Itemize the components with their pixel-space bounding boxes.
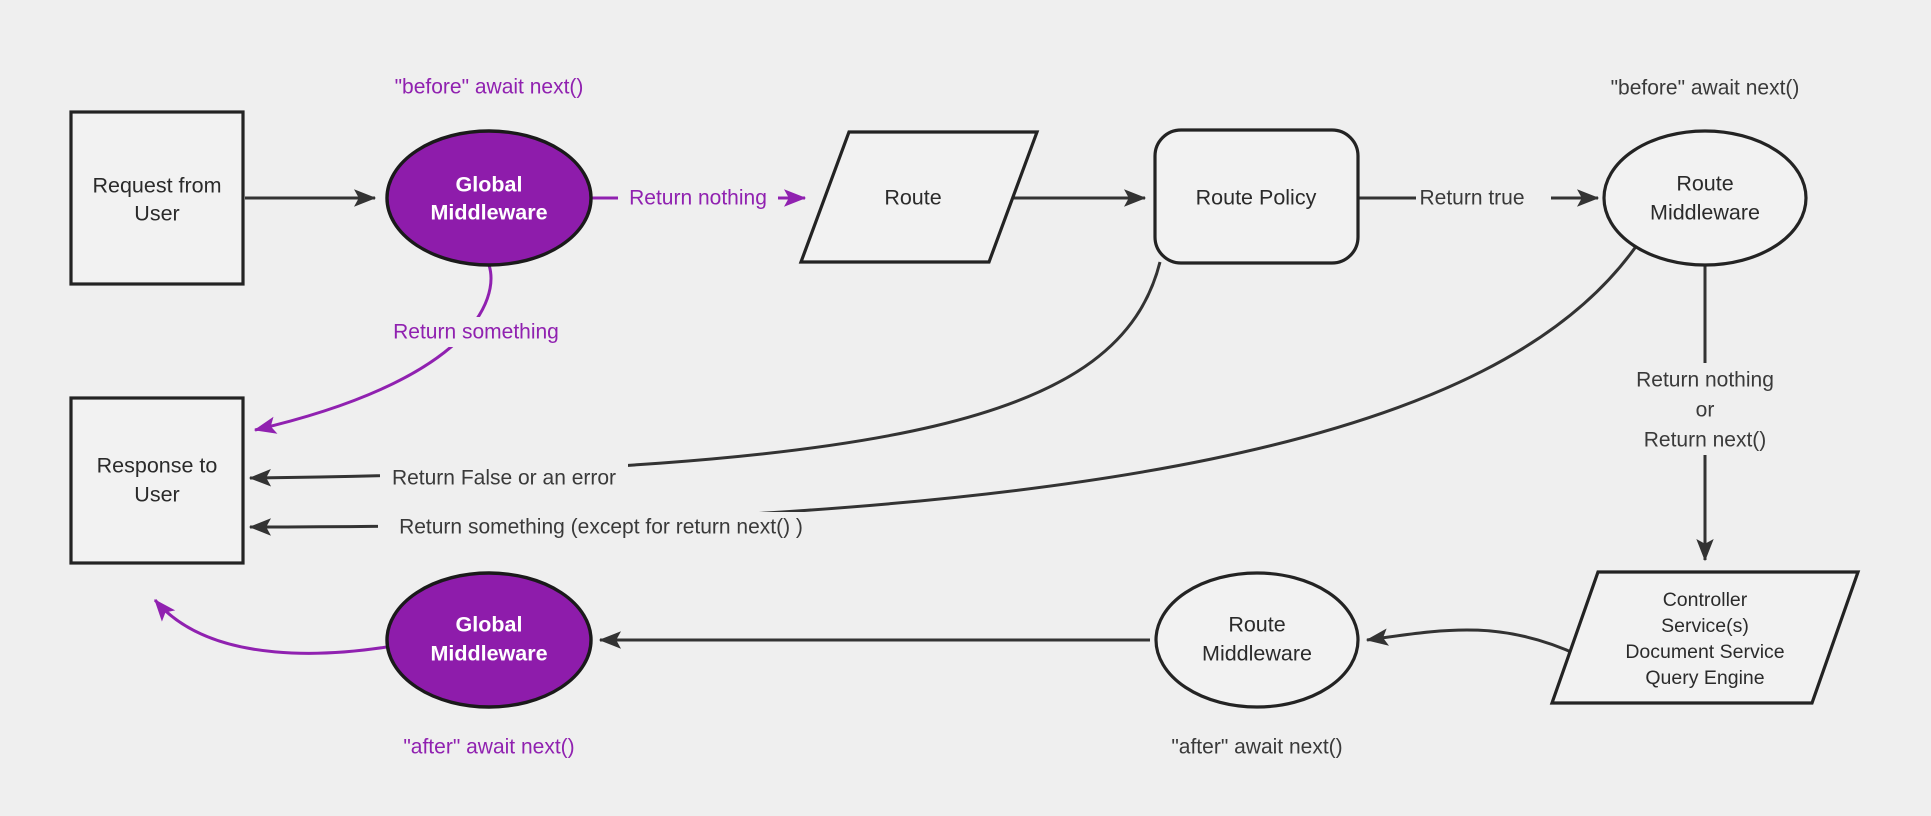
- global-middleware-after-ellipse: [385, 571, 593, 709]
- controller-label-line2: Service(s): [1661, 615, 1749, 637]
- response-to-user-box: [69, 396, 245, 565]
- edge-global-middleware-to-response-return-something: [253, 264, 493, 434]
- global-middleware-after-label-line2: Middleware: [430, 642, 547, 666]
- node-route[interactable]: Route: [798, 130, 1040, 264]
- annotation-global-before-phase: "before" await next(): [395, 76, 584, 99]
- controller-parallelogram: [1549, 570, 1861, 705]
- edge-label-return-true: Return true: [1419, 187, 1524, 210]
- response-to-user-label-line2: User: [134, 483, 179, 507]
- annotation-route-middleware-after-phase: "after" await next(): [1171, 736, 1342, 759]
- route-label: Route: [884, 186, 941, 210]
- node-response-to-user[interactable]: Response to User: [69, 396, 245, 565]
- node-global-middleware-after[interactable]: Global Middleware: [385, 571, 593, 709]
- response-to-user-label-line1: Response to: [97, 454, 218, 478]
- edge-label-return-something: Return something: [393, 321, 559, 344]
- route-middleware-before-label-line1: Route: [1676, 172, 1733, 196]
- node-route-middleware-before[interactable]: Route Middleware: [1602, 129, 1808, 267]
- edge-global-middleware-after-to-response: [153, 599, 426, 655]
- node-route-policy[interactable]: Route Policy: [1153, 128, 1360, 265]
- edge-label-or: or: [1696, 399, 1715, 422]
- node-request-from-user[interactable]: Request from User: [69, 110, 245, 286]
- controller-label-line1: Controller: [1663, 589, 1748, 611]
- route-parallelogram: [798, 130, 1040, 264]
- edge-route-policy-to-response-false: [248, 261, 1162, 487]
- route-middleware-before-ellipse: [1602, 129, 1808, 267]
- controller-label-line3: Document Service: [1625, 641, 1784, 663]
- route-middleware-before-label-line2: Middleware: [1650, 201, 1760, 225]
- request-from-user-box: [69, 110, 245, 286]
- edge-label-return-next: Return next(): [1644, 429, 1767, 452]
- edge-label-return-false-or-error: Return False or an error: [392, 467, 616, 490]
- node-global-middleware-before[interactable]: Global Middleware: [385, 129, 593, 267]
- route-middleware-after-label-line1: Route: [1228, 613, 1285, 637]
- request-from-user-label-line2: User: [134, 202, 179, 226]
- global-middleware-before-ellipse: [385, 129, 593, 267]
- request-from-user-label-line1: Request from: [92, 174, 221, 198]
- route-policy-label: Route Policy: [1196, 186, 1317, 210]
- edge-controller-to-route-middleware-after: [1365, 628, 1581, 658]
- edge-label-bg-return-something: [375, 317, 575, 347]
- edge-label-bg-return-something-except: [378, 512, 824, 542]
- controller-label-line4: Query Engine: [1645, 667, 1764, 689]
- edge-label-return-nothing-alt: Return nothing: [1636, 369, 1774, 392]
- annotation-global-after-phase: "after" await next(): [403, 736, 574, 759]
- global-middleware-before-label-line2: Middleware: [430, 201, 547, 225]
- edge-label-bg-return-true: [1416, 183, 1551, 213]
- route-policy-box: [1153, 128, 1360, 265]
- route-middleware-after-ellipse: [1154, 571, 1360, 709]
- edge-label-bg-return-nothing: [618, 183, 778, 213]
- node-route-middleware-after[interactable]: Route Middleware: [1154, 571, 1360, 709]
- edge-label-return-something-except: Return something (except for return next…: [399, 516, 803, 539]
- route-middleware-after-label-line2: Middleware: [1202, 642, 1312, 666]
- global-middleware-after-label-line1: Global: [456, 613, 523, 637]
- edge-label-bg-return-nothing-or-next: [1612, 363, 1798, 455]
- node-controller-services[interactable]: Controller Service(s) Document Service Q…: [1549, 570, 1861, 705]
- global-middleware-before-label-line1: Global: [456, 173, 523, 197]
- edge-label-return-nothing: Return nothing: [629, 187, 767, 210]
- edge-label-bg-return-false-or-error: [380, 463, 628, 493]
- annotation-route-middleware-before-phase: "before" await next(): [1611, 77, 1800, 100]
